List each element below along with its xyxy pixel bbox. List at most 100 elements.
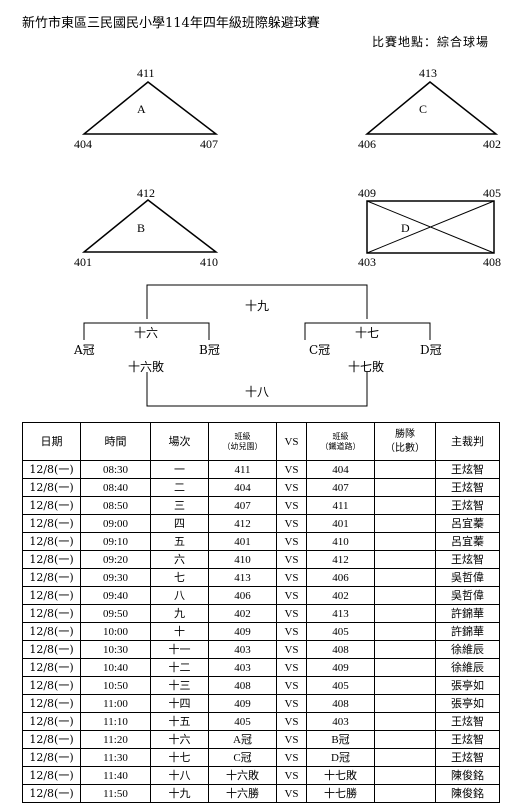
group-d-rect bbox=[366, 200, 495, 254]
group-a-winner-label: A冠 bbox=[74, 343, 95, 357]
cell-time: 11:40 bbox=[80, 766, 151, 785]
group-a-left-class: 404 bbox=[74, 137, 92, 151]
header-class1: 班級 （幼兒園） bbox=[208, 422, 277, 461]
cell-class1: 406 bbox=[208, 586, 277, 605]
venue-label: 比賽地點：綜合球場 bbox=[372, 35, 490, 49]
cell-winner bbox=[374, 514, 436, 533]
cell-date: 12/8(一) bbox=[22, 694, 81, 713]
cell-vs: VS bbox=[276, 514, 307, 533]
cell-class2: 410 bbox=[306, 532, 375, 551]
cell-match: 十六 bbox=[150, 730, 209, 749]
cell-winner bbox=[374, 460, 436, 479]
cell-referee: 王炫智 bbox=[435, 730, 500, 749]
cell-winner bbox=[374, 676, 436, 695]
group-c-left-class: 406 bbox=[358, 137, 376, 151]
header-time: 時間 bbox=[80, 422, 151, 461]
semi-left-label: 十六 bbox=[134, 326, 159, 340]
cell-match: 十八 bbox=[150, 766, 209, 785]
cell-date: 12/8(一) bbox=[22, 478, 81, 497]
group-a-top-class: 411 bbox=[137, 66, 155, 80]
cell-vs: VS bbox=[276, 604, 307, 623]
cell-match: 二 bbox=[150, 478, 209, 497]
cell-date: 12/8(一) bbox=[22, 514, 81, 533]
cell-winner bbox=[374, 748, 436, 767]
header-referee: 主裁判 bbox=[435, 422, 500, 461]
cell-date: 12/8(一) bbox=[22, 658, 81, 677]
cell-class1: 408 bbox=[208, 676, 277, 695]
cell-winner bbox=[374, 658, 436, 677]
header-match: 場次 bbox=[150, 422, 209, 461]
cell-class2: 403 bbox=[306, 712, 375, 731]
cell-match: 六 bbox=[150, 550, 209, 569]
cell-vs: VS bbox=[276, 568, 307, 587]
cell-class2: 401 bbox=[306, 514, 375, 533]
left-loser-label: 十六敗 bbox=[128, 360, 165, 374]
cell-vs: VS bbox=[276, 640, 307, 659]
cell-vs: VS bbox=[276, 748, 307, 767]
cell-time: 11:00 bbox=[80, 694, 151, 713]
table-header-row: 日期 時間 場次 班級 （幼兒園） VS 班級 （鐵道路） 勝隊 （比數） 主裁… bbox=[22, 422, 500, 461]
cell-referee: 呂宜蓁 bbox=[435, 532, 500, 551]
group-b-right-class: 410 bbox=[200, 255, 218, 269]
group-a-name: A bbox=[137, 102, 146, 116]
cell-referee: 王炫智 bbox=[435, 460, 500, 479]
cell-class2: 405 bbox=[306, 622, 375, 641]
cell-winner bbox=[374, 604, 436, 623]
cell-referee: 王炫智 bbox=[435, 550, 500, 569]
cell-class1: 412 bbox=[208, 514, 277, 533]
cell-match: 十二 bbox=[150, 658, 209, 677]
cell-winner bbox=[374, 550, 436, 569]
cell-time: 11:10 bbox=[80, 712, 151, 731]
cell-match: 一 bbox=[150, 460, 209, 479]
bracket-diagram bbox=[81, 81, 499, 407]
cell-date: 12/8(一) bbox=[22, 604, 81, 623]
group-d-winner-label: D冠 bbox=[420, 343, 442, 357]
cell-class2: 十七勝 bbox=[306, 784, 375, 803]
cell-class2: 412 bbox=[306, 550, 375, 569]
cell-match: 八 bbox=[150, 586, 209, 605]
cell-referee: 吳哲偉 bbox=[435, 586, 500, 605]
cell-referee: 許錦華 bbox=[435, 622, 500, 641]
cell-class2: 十七敗 bbox=[306, 766, 375, 785]
cell-time: 11:20 bbox=[80, 730, 151, 749]
page-title: 新竹市東區三民國民小學114年四年級班際躲避球賽 bbox=[22, 16, 320, 31]
cell-date: 12/8(一) bbox=[22, 640, 81, 659]
cell-time: 10:40 bbox=[80, 658, 151, 677]
third-place-label: 十八 bbox=[245, 385, 270, 399]
cell-class1: 413 bbox=[208, 568, 277, 587]
cell-match: 十四 bbox=[150, 694, 209, 713]
cell-class1: 401 bbox=[208, 532, 277, 551]
cell-time: 10:30 bbox=[80, 640, 151, 659]
cell-match: 十七 bbox=[150, 748, 209, 767]
right-loser-label: 十七敗 bbox=[348, 360, 385, 374]
cell-vs: VS bbox=[276, 550, 307, 569]
cell-date: 12/8(一) bbox=[22, 676, 81, 695]
group-d-top-left-class: 409 bbox=[358, 186, 376, 200]
group-c-top-class: 413 bbox=[419, 66, 437, 80]
cell-class1: 403 bbox=[208, 658, 277, 677]
cell-match: 九 bbox=[150, 604, 209, 623]
cell-class1: 407 bbox=[208, 496, 277, 515]
semi-right-label: 十七 bbox=[355, 326, 380, 340]
cell-referee: 王炫智 bbox=[435, 748, 500, 767]
group-d-name: D bbox=[401, 221, 410, 235]
group-c-right-class: 402 bbox=[483, 137, 501, 151]
group-d-diagonal bbox=[366, 200, 495, 254]
final-bracket-line bbox=[146, 284, 368, 319]
cell-class2: 404 bbox=[306, 460, 375, 479]
cell-referee: 王炫智 bbox=[435, 712, 500, 731]
header-class2: 班級 （鐵道路） bbox=[306, 422, 375, 461]
